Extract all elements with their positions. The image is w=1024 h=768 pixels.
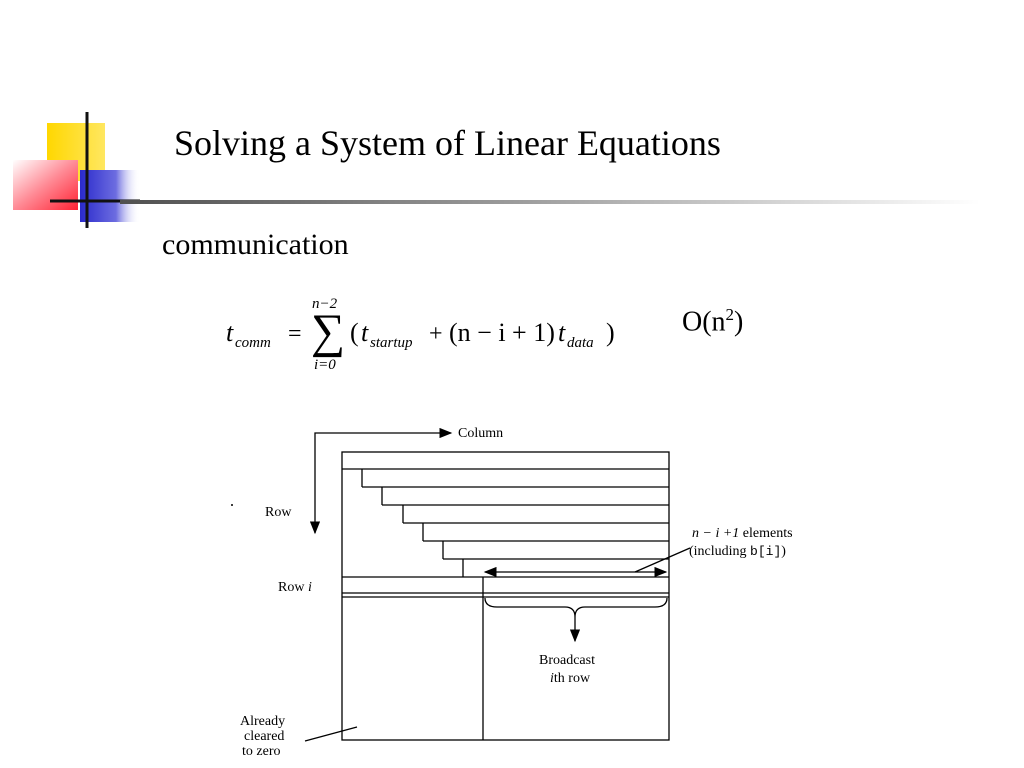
summation-symbol: ∑	[311, 305, 345, 358]
row-i-label: Row i	[278, 580, 312, 595]
formula-term2-sub: data	[567, 335, 594, 351]
cleared-leader-line	[304, 726, 358, 742]
formula-lhs-sub: comm	[235, 335, 271, 351]
cleared-label-line2: cleared	[244, 729, 284, 744]
formula-term1-var: t	[361, 318, 369, 347]
elements-label: n − i +1 elements	[692, 526, 793, 541]
formula-plus: +	[429, 321, 443, 347]
matrix-outline	[341, 451, 670, 741]
complexity-exponent: 2	[725, 305, 735, 324]
logo-blue-square	[80, 170, 140, 222]
formula-term2-var: t	[558, 318, 566, 347]
cleared-label-line3: to zero	[242, 744, 280, 759]
row-label: Row	[265, 505, 292, 520]
complexity-base: O(n	[682, 306, 726, 338]
cleared-label-line1: Already	[240, 714, 285, 729]
slide-title: Solving a System of Linear Equations	[174, 123, 721, 163]
formula-open-paren: (	[350, 318, 359, 347]
formula-factor: (n − i + 1)	[449, 318, 555, 347]
complexity-close: )	[734, 306, 744, 338]
including-label: (including b[i])	[689, 544, 786, 559]
formula-equals: =	[288, 321, 302, 347]
broadcast-label-line2: ith row	[550, 671, 591, 686]
communication-time-formula: t comm = n−2 ∑ i=0 ( t startup + (n − i …	[226, 296, 615, 373]
row-broadcast-diagram: Column Row Row i n − i +1 elements (incl…	[231, 426, 793, 759]
broadcast-label-line1: Broadcast	[539, 653, 595, 668]
formula-term1-sub: startup	[370, 335, 413, 351]
stray-dot	[231, 504, 233, 506]
complexity-label: O(n2)	[682, 305, 743, 338]
formula-lhs-var: t	[226, 318, 234, 347]
broadcast-brace	[484, 597, 668, 618]
column-arrow	[314, 427, 453, 511]
slide-logo	[13, 112, 140, 228]
column-label: Column	[458, 426, 503, 441]
title-underline	[120, 200, 980, 204]
formula-sum-upper: n−2	[312, 296, 338, 312]
elements-leader-line	[634, 547, 691, 573]
formula-sum-lower: i=0	[314, 357, 336, 373]
slide-subtitle: communication	[162, 228, 349, 261]
formula-close-paren: )	[606, 318, 615, 347]
